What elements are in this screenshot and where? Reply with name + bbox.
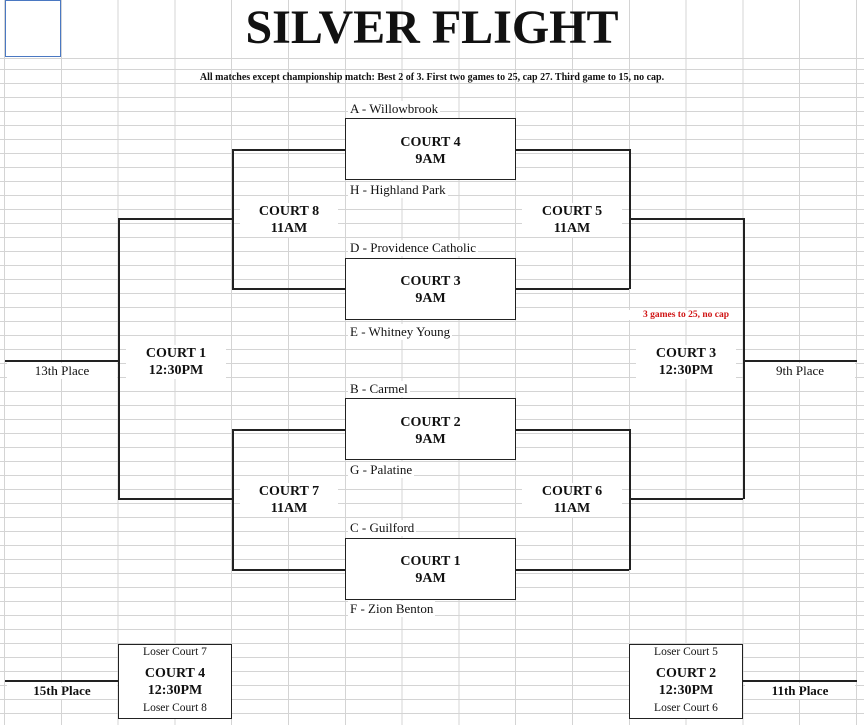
time-label: 12:30PM (148, 363, 204, 378)
team-label: E - Whitney Young (348, 324, 453, 340)
time-label: 11AM (270, 221, 308, 236)
bracket-line (232, 288, 345, 290)
time-label: 12:30PM (658, 683, 714, 698)
court-label: COURT 7 (258, 484, 320, 499)
bracket-line (629, 218, 743, 220)
bracket-line (515, 429, 629, 431)
bracket-line (5, 360, 118, 362)
time-label: 11AM (553, 501, 591, 516)
bracket-line (232, 429, 234, 570)
bracket-line (515, 569, 629, 571)
team-label: C - Guilford (348, 520, 417, 536)
match-court-label: COURT 3 9AM (347, 273, 514, 307)
rules-subtitle: All matches except championship match: B… (199, 72, 665, 83)
page-title: SILVER FLIGHT (245, 1, 619, 54)
time-label: 11AM (553, 221, 591, 236)
team-label: B - Carmel (348, 381, 410, 397)
court-label: COURT 8 (258, 204, 320, 219)
bracket-line (118, 218, 120, 499)
court-label: COURT 1 (400, 554, 461, 569)
match-box-consolation-right[interactable] (629, 644, 743, 719)
bracket-line (118, 498, 232, 500)
bracket-line (515, 149, 629, 151)
bracket-line (629, 498, 743, 500)
match-box-consolation-left[interactable] (118, 644, 232, 719)
match-court4-1230: COURT 4 12:30PM (120, 665, 230, 699)
match-court-label: COURT 2 9AM (347, 414, 514, 448)
time-label: 9AM (415, 291, 446, 306)
match-court-label: COURT 1 9AM (347, 553, 514, 587)
court-label: COURT 6 (541, 484, 603, 499)
bracket-line (232, 149, 234, 289)
court-label: COURT 5 (541, 204, 603, 219)
rule-note: 3 games to 25, no cap (629, 310, 743, 320)
team-label: F - Zion Benton (348, 601, 436, 617)
court-label: COURT 1 (145, 346, 207, 361)
team-label: D - Providence Catholic (348, 240, 478, 256)
source-label: Loser Court 7 (143, 646, 207, 658)
time-label: 9AM (415, 571, 446, 586)
court-label: COURT 3 (655, 346, 717, 361)
place-label-11th: 11th Place (745, 683, 855, 699)
time-label: 12:30PM (147, 683, 203, 698)
team-label: H - Highland Park (348, 182, 448, 198)
bracket-line (232, 569, 345, 571)
court-label: COURT 4 (144, 666, 206, 681)
source-label: Loser Court 5 (654, 646, 718, 658)
court-label: COURT 3 (400, 274, 461, 289)
source-label: Loser Court 6 (654, 702, 718, 714)
time-label: 12:30PM (658, 363, 714, 378)
match-court-label: COURT 4 9AM (347, 134, 514, 168)
match-court8: COURT 8 11AM (240, 203, 338, 237)
match-court1-1230: COURT 1 12:30PM (126, 345, 226, 379)
time-label: 9AM (415, 432, 446, 447)
time-label: 11AM (270, 501, 308, 516)
place-label-13th: 13th Place (7, 363, 117, 379)
place-label-15th: 15th Place (7, 683, 117, 699)
match-court2-1230: COURT 2 12:30PM (631, 665, 741, 699)
time-label: 9AM (415, 152, 446, 167)
title-row (0, 0, 864, 59)
bracket-line (118, 218, 232, 220)
bracket-line (743, 360, 857, 362)
match-court7: COURT 7 11AM (240, 483, 338, 517)
court-label: COURT 2 (400, 415, 461, 430)
bracket-line (5, 680, 118, 682)
team-label: A - Willowbrook (348, 101, 441, 117)
bracket-line (232, 429, 345, 431)
match-court5: COURT 5 11AM (522, 203, 622, 237)
team-label: G - Palatine (348, 462, 415, 478)
bracket-line (232, 149, 345, 151)
match-court6: COURT 6 11AM (522, 483, 622, 517)
place-label-9th: 9th Place (745, 363, 855, 379)
bracket-line (743, 680, 857, 682)
bracket-line (629, 429, 631, 570)
bracket-line (743, 218, 745, 499)
match-court3-1230: COURT 3 12:30PM (636, 345, 736, 379)
selected-cell[interactable] (5, 0, 61, 57)
bracket-line (515, 288, 629, 290)
source-label: Loser Court 8 (143, 702, 207, 714)
court-label: COURT 4 (400, 135, 461, 150)
court-label: COURT 2 (655, 666, 717, 681)
